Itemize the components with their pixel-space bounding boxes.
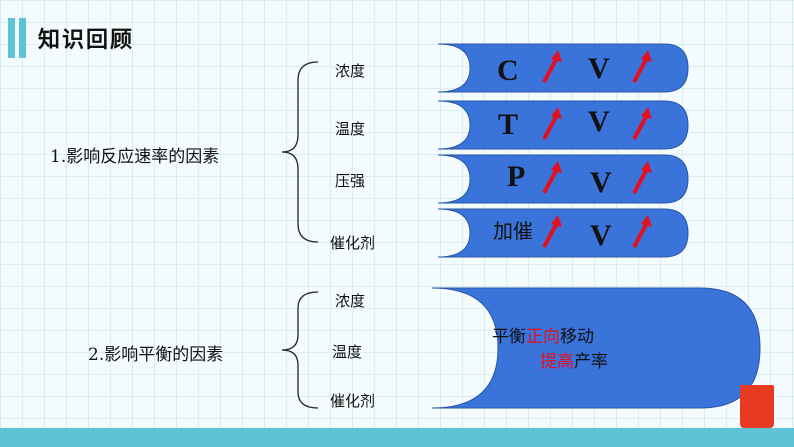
capsule-row-2 (437, 100, 689, 150)
up-arrow-icon (542, 107, 562, 140)
brace-section1 (281, 61, 319, 243)
factor-concentration: 浓度 (335, 292, 366, 310)
factor-catalyst: 催化剂 (330, 392, 376, 410)
capsule-row-4 (437, 208, 689, 258)
up-arrow-icon (632, 50, 652, 83)
up-arrow-icon (542, 161, 562, 194)
cause-t: T (498, 108, 519, 141)
up-arrow-icon (542, 50, 562, 83)
pencil-cup-icon (740, 385, 774, 428)
up-arrow-icon (632, 215, 652, 248)
capsule-row-1 (437, 43, 689, 93)
result-line2: 提高产率 (540, 352, 608, 372)
factor-pressure: 压强 (335, 172, 366, 190)
effect-v: V (590, 166, 612, 199)
title-stripe (19, 18, 26, 58)
effect-v: V (588, 105, 610, 138)
up-arrow-icon (632, 161, 652, 194)
footer-band (0, 428, 794, 447)
section2-label: 2.影响平衡的因素 (88, 345, 224, 365)
title-stripe (8, 18, 15, 58)
cause-p: P (507, 160, 526, 193)
effect-v: V (590, 219, 612, 252)
brace-section2 (281, 291, 319, 409)
cause-c: C (497, 54, 519, 87)
up-arrow-icon (542, 215, 562, 248)
factor-catalyst: 催化剂 (330, 234, 376, 252)
result-text: 平衡正向移动 提高产率 (480, 322, 720, 372)
result-shape (431, 287, 761, 409)
section1-label: 1.影响反应速率的因素 (50, 147, 220, 167)
capsule-row-3 (437, 154, 689, 204)
effect-v: V (588, 52, 610, 85)
factor-temperature: 温度 (335, 120, 366, 138)
result-line1: 平衡正向移动 (492, 327, 594, 347)
cause-catalyst: 加催 (493, 219, 533, 243)
up-arrow-icon (632, 107, 652, 140)
factor-temperature: 温度 (332, 343, 363, 361)
page-title: 知识回顾 (38, 28, 135, 53)
factor-concentration: 浓度 (335, 62, 366, 80)
